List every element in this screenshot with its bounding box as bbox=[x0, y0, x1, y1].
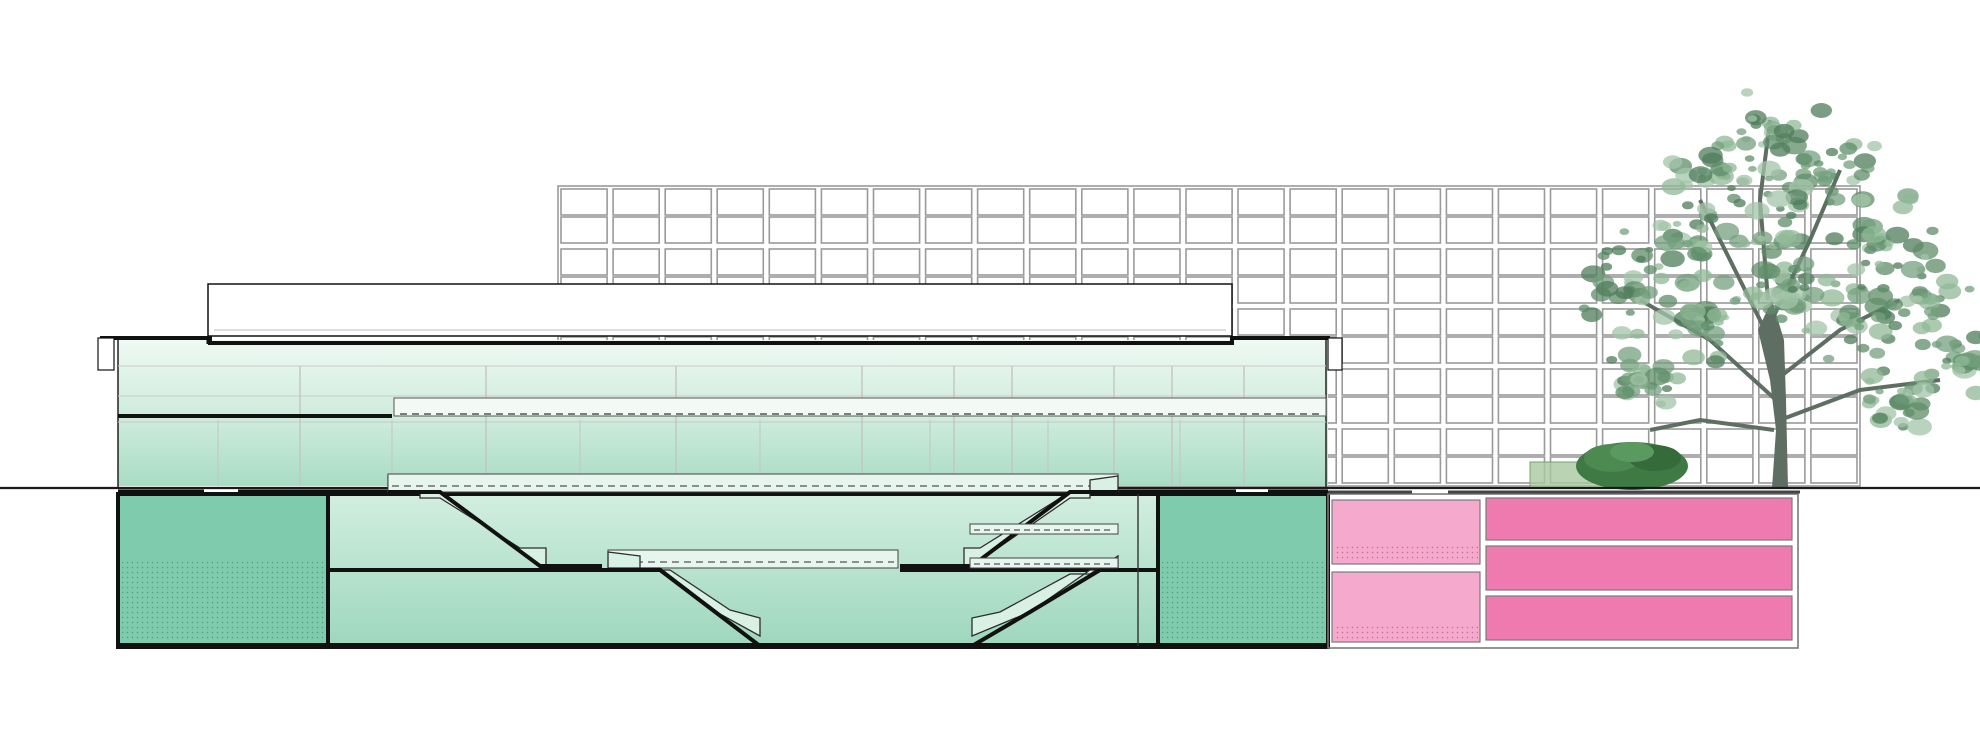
shrub-icon bbox=[1576, 442, 1688, 490]
underground-hall bbox=[116, 473, 1330, 649]
main-building-above-ground bbox=[97, 283, 1343, 488]
underground-pink-block bbox=[1327, 490, 1800, 649]
tree-icon bbox=[1578, 88, 1980, 488]
